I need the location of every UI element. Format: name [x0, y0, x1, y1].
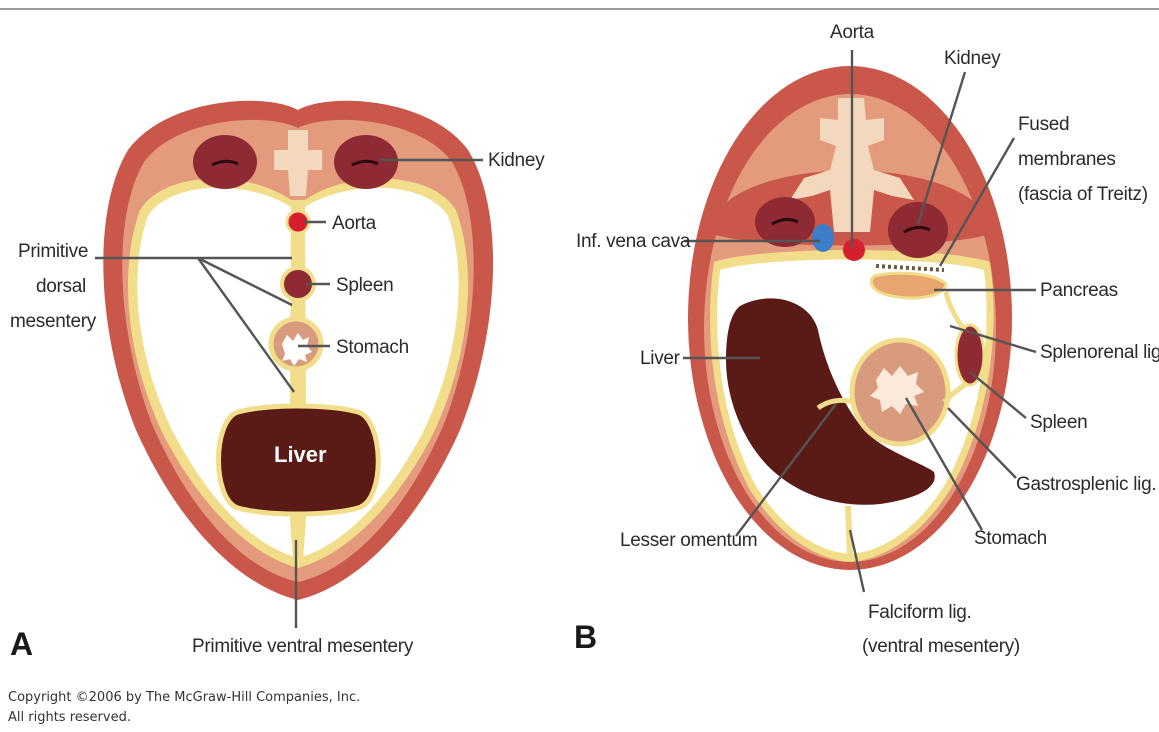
copyright-line-2: All rights reserved.	[8, 710, 131, 725]
panel-b-fused-membranes-label-2: membranes	[1018, 149, 1116, 170]
panel-a-aorta-label: Aorta	[332, 213, 377, 234]
copyright-line-1: Copyright ©2006 by The McGraw-Hill Compa…	[8, 690, 360, 705]
panel-b-vena-cava	[812, 224, 834, 252]
panel-b-fused-membranes-label-1: Fused	[1018, 114, 1069, 135]
panel-b-stomach-label: Stomach	[974, 528, 1047, 549]
panel-a-ventral-mesentery-label: Primitive ventral mesentery	[192, 636, 414, 657]
panel-a-stomach-label: Stomach	[336, 337, 409, 358]
panel-b-vena-cava-label: Inf. vena cava	[576, 231, 691, 252]
panel-b-splenorenal-label: Splenorenal lig.	[1040, 342, 1159, 363]
panel-a: Liver Kidney Aorta Spleen Stomach Primit…	[10, 101, 545, 662]
panel-b-pancreas	[871, 273, 946, 298]
panel-b-fused-membranes-label-3: (fascia of Treitz)	[1018, 184, 1148, 205]
panel-a-dorsal-mesentery-label-3: mesentery	[10, 311, 97, 332]
panel-a-liver-label: Liver	[274, 442, 327, 467]
panel-b-falciform-label-2: (ventral mesentery)	[862, 636, 1020, 657]
panel-a-dorsal-mesentery-label-1: Primitive	[18, 241, 88, 262]
panel-b-pancreas-label: Pancreas	[1040, 280, 1118, 301]
panel-b-falciform-label-1: Falciform lig.	[868, 602, 971, 623]
panel-a-kidney-label: Kidney	[488, 150, 545, 171]
panel-b-lesser-omentum-label: Lesser omentum	[620, 530, 757, 551]
panel-b-gastrosplenic-label: Gastrosplenic lig.	[1016, 474, 1156, 495]
panel-a-letter: A	[10, 626, 33, 662]
panel-b-spleen-label: Spleen	[1030, 412, 1087, 433]
panel-b: Aorta Kidney Fused membranes (fascia of …	[574, 22, 1159, 657]
panel-b-aorta-label: Aorta	[830, 22, 875, 43]
panel-b-kidney-right	[888, 202, 948, 258]
panel-a-spleen-label: Spleen	[336, 275, 393, 296]
panel-b-kidney-label: Kidney	[944, 48, 1001, 69]
panel-a-dorsal-mesentery-label-2: dorsal	[36, 276, 86, 297]
panel-b-kidney-left	[755, 197, 815, 247]
panel-b-liver-label: Liver	[640, 348, 681, 369]
panel-b-letter: B	[574, 619, 597, 655]
panel-b-aorta	[843, 239, 865, 261]
